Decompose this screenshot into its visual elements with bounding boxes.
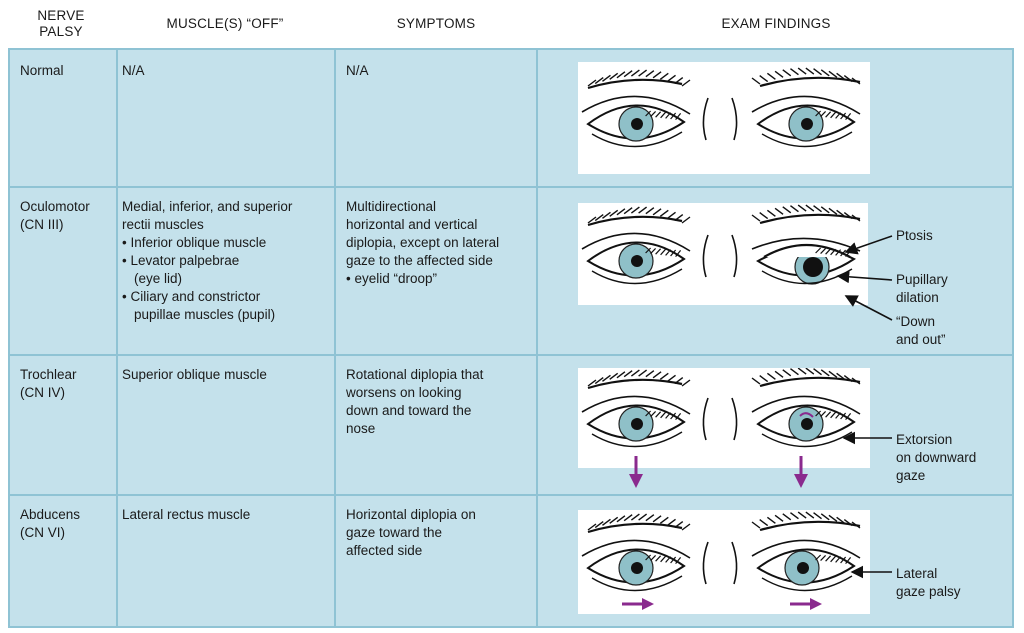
purple-motion-arrow-right-left-eye [622,598,654,610]
eye-icon [581,539,691,592]
row-abducens-nerve: Abducens(CN VI) [20,507,81,540]
eyebrow-icon [751,511,861,532]
nose-bridge-icon [702,541,738,585]
exam-panel-normal [578,62,870,174]
annotation-ptosis: Ptosis [896,228,933,243]
row-oculomotor-nerve: Oculomotor(CN III) [20,199,90,232]
nose-bridge-icon [702,397,738,441]
purple-motion-arrow-right-right-eye [790,598,822,610]
eye-pair-illustration-oculomotor [581,204,861,285]
row-normal-muscles: N/A [122,63,145,78]
eye-pair-illustration-trochlear [581,368,861,448]
exam-panel-abducens [578,510,870,614]
eye-icon [581,395,691,448]
exam-panel-oculomotor [578,203,868,305]
row-trochlear-symptoms: Rotational diplopia that worsens on look… [346,367,484,436]
row-normal-nerve: Normal [20,63,64,78]
row-abducens-muscles: Lateral rectus muscle [122,507,251,522]
eyebrow-icon [751,67,861,88]
header-exam-findings: EXAM FINDINGS [721,16,831,32]
eye-icon [751,539,861,592]
eye-icon [581,232,691,285]
eye-icon [751,95,861,148]
nose-bridge-icon [702,97,738,141]
row-oculomotor-symptoms: Multidirectional horizontal and vertical… [346,199,500,286]
eye-pair-illustration-normal [581,67,861,148]
row-trochlear-nerve: Trochlear(CN IV) [20,367,77,400]
eyebrow-icon [751,204,861,225]
header-muscles-off: MUSCLE(S) “OFF” [166,16,284,32]
row-abducens-symptoms: Horizontal diplopia on gaze toward the a… [346,507,476,558]
eyebrow-icon [751,368,861,388]
eye-icon [581,95,691,148]
eyebrow-icon [587,369,691,390]
nose-bridge-icon [702,234,738,278]
exam-panel-trochlear [578,368,870,468]
eyebrow-icon [587,69,691,90]
eye-icon [751,395,861,448]
row-trochlear-muscles: Superior oblique muscle [122,367,267,382]
eye-icon [751,237,861,285]
eyebrow-icon [587,206,691,227]
eye-pair-illustration-abducens [581,511,861,610]
row-oculomotor-muscles: Medial, inferior, and superior rectii mu… [122,199,293,322]
header-symptoms: SYMPTOMS [396,16,476,32]
row-normal-symptoms: N/A [346,63,369,78]
eyebrow-icon [587,513,691,534]
